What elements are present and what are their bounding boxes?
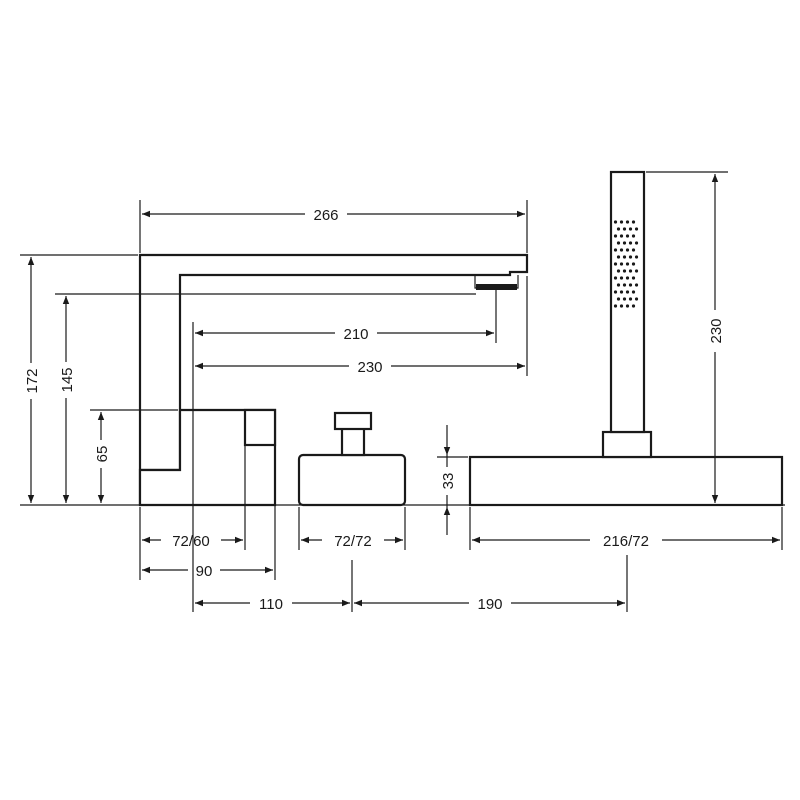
spray-dot	[625, 304, 630, 308]
dim-outlet-reach: 210	[192, 290, 497, 375]
spray-dot	[631, 234, 636, 238]
dim-label-110: 110	[259, 596, 283, 613]
dim-label-172: 172	[24, 368, 41, 393]
spray-dot	[622, 297, 627, 301]
spray-dot	[634, 297, 639, 301]
spray-dot	[613, 262, 618, 266]
spray-dot	[628, 227, 633, 231]
spray-dot	[619, 304, 624, 308]
spray-dot	[619, 248, 624, 252]
spray-dot	[616, 255, 621, 259]
spray-dot	[622, 241, 627, 245]
spray-dot	[628, 283, 633, 287]
spray-dot	[619, 290, 624, 294]
spray-dot	[619, 262, 624, 266]
spray-dot	[625, 220, 630, 224]
spray-dot	[616, 283, 621, 287]
valve-outline	[297, 411, 407, 507]
spray-dot	[613, 276, 618, 280]
dim-label-145: 145	[59, 367, 76, 392]
spray-dot	[613, 248, 618, 252]
shower-spray-dots	[613, 220, 639, 308]
dim-holder-height: 33	[437, 425, 468, 535]
dim-spacing-spout-valve: 110	[192, 375, 353, 613]
dim-outlet-height: 145	[55, 293, 476, 503]
spray-dot	[631, 276, 636, 280]
dim-label-33: 33	[440, 473, 457, 490]
dim-label-90: 90	[196, 563, 213, 580]
spray-dot	[619, 276, 624, 280]
spray-dot	[631, 220, 636, 224]
spray-dot	[616, 297, 621, 301]
spray-dot	[625, 276, 630, 280]
spray-dot	[631, 248, 636, 252]
spray-dot	[622, 227, 627, 231]
spray-dot	[631, 262, 636, 266]
spray-dot	[616, 241, 621, 245]
spray-dot	[619, 220, 624, 224]
spray-dot	[634, 241, 639, 245]
dim-overall-height: 172	[20, 254, 138, 503]
spray-dot	[634, 269, 639, 273]
spray-dot	[628, 297, 633, 301]
spray-dot	[613, 220, 618, 224]
spray-dot	[625, 234, 630, 238]
dim-label-216-72: 216/72	[603, 533, 649, 550]
spray-dot	[628, 269, 633, 273]
dim-shower-base: 216/72	[469, 507, 783, 550]
dim-spout-reach: 230	[195, 276, 528, 376]
dim-label-230-shower: 230	[708, 318, 725, 343]
dim-spout-length: 266	[139, 200, 528, 253]
spray-dot	[634, 227, 639, 231]
dim-label-230-spout: 230	[357, 359, 382, 376]
dim-spacing-valve-shower: 190	[354, 555, 628, 613]
spray-dot	[613, 234, 618, 238]
dim-label-210: 210	[343, 326, 368, 343]
dim-spout-depth: 90	[142, 445, 276, 580]
spray-dot	[613, 304, 618, 308]
spray-dot	[622, 283, 627, 287]
spray-dot	[616, 227, 621, 231]
spray-dot	[619, 234, 624, 238]
spray-dot	[628, 241, 633, 245]
dim-label-65: 65	[94, 446, 111, 463]
dim-label-190: 190	[477, 596, 502, 613]
dim-base-height: 65	[90, 409, 178, 503]
spray-dot	[634, 283, 639, 287]
spray-dot	[613, 290, 618, 294]
spray-dot	[622, 255, 627, 259]
spray-dot	[625, 262, 630, 266]
spray-dot	[616, 269, 621, 273]
dim-spout-base: 72/60	[139, 445, 246, 580]
dim-label-72-72: 72/72	[334, 533, 372, 550]
dim-valve-base: 72/72	[298, 507, 406, 550]
dim-label-72-60: 72/60	[172, 533, 210, 550]
dim-label-266: 266	[313, 207, 338, 224]
spray-dot	[634, 255, 639, 259]
spray-dot	[625, 290, 630, 294]
hand-shower-outline	[468, 170, 784, 507]
spray-dot	[631, 290, 636, 294]
dim-hand-shower-height: 230	[646, 171, 728, 503]
spray-dot	[628, 255, 633, 259]
spray-dot	[631, 304, 636, 308]
spray-dot	[622, 269, 627, 273]
spray-dot	[625, 248, 630, 252]
